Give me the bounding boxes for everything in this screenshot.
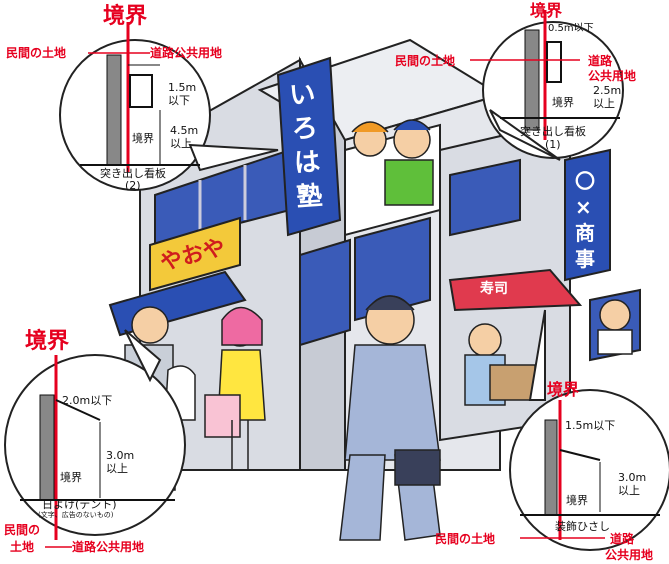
bottom-right-public-road-1: 道路	[610, 532, 635, 546]
marubatsu-sign	[564, 148, 611, 282]
top-right-min-height-cond: 以上	[593, 97, 615, 110]
bottom-right-public-road-2: 公共用地	[605, 548, 654, 562]
top-left-public-road: 道路公共用地	[150, 46, 223, 60]
top-left-min-height: 4.5m	[170, 124, 199, 137]
top-right-max-depth: 0.5m以下	[548, 23, 594, 34]
top-left-caption-num: (2)	[125, 179, 141, 192]
bottom-right-private-land: 民間の土地	[435, 532, 496, 546]
right-awning	[448, 268, 583, 312]
top-right-boundary-title: 境界	[530, 1, 563, 20]
bottom-right-ground-label: 境界	[566, 494, 588, 507]
bottom-left-private-land-2: 土地	[10, 540, 35, 554]
callout-bottom-left-drawing	[20, 355, 175, 540]
bottom-left-caption: 日よけ(テント)	[42, 498, 117, 511]
bottom-right-min-height-cond: 以上	[618, 484, 640, 497]
callout-top-left-drawing	[80, 22, 200, 172]
callout-bottom-right-drawing	[520, 400, 660, 540]
top-right-private-land: 民間の土地	[395, 54, 456, 68]
top-right-ground-label: 境界	[552, 96, 574, 109]
boundary-arrows	[45, 52, 605, 548]
top-left-boundary-title: 境界	[103, 4, 148, 29]
top-left-max-depth-cond: 以下	[168, 94, 190, 107]
bottom-right-caption: 装飾ひさし	[555, 520, 610, 533]
top-right-min-height: 2.5m	[593, 84, 622, 97]
bottom-left-min-height-cond: 以上	[106, 462, 128, 475]
top-left-caption: 突き出し看板	[100, 167, 166, 180]
top-left-private-land: 民間の土地	[6, 46, 67, 60]
bottom-right-max-depth: 1.5m以下	[565, 419, 616, 432]
bottom-left-caption-note: (文字、広告のないもの)	[38, 511, 114, 519]
shop-awning-text: 寿司	[480, 281, 508, 297]
yaoya-sign	[149, 216, 241, 292]
bottom-left-boundary-title: 境界	[25, 329, 70, 354]
top-left-min-height-cond: 以上	[170, 137, 192, 150]
top-right-public-road-2: 公共用地	[588, 69, 637, 83]
bottom-right-boundary-title: 境界	[547, 380, 580, 399]
iroha-juku-sign	[276, 56, 342, 237]
callout-top-right-drawing	[500, 10, 620, 140]
bottom-left-public-road: 道路公共用地	[72, 540, 145, 554]
bottom-left-max-depth: 2.0m以下	[62, 394, 113, 407]
bottom-right-min-height: 3.0m	[618, 471, 647, 484]
bottom-left-min-height: 3.0m	[106, 449, 135, 462]
top-right-caption-num: (1)	[545, 138, 561, 151]
top-left-ground-label: 境界	[132, 132, 154, 145]
top-right-caption: 突き出し看板	[520, 125, 586, 138]
bottom-left-private-land-1: 民間の	[4, 523, 41, 537]
marubatsu-sign-text: 〇×商事	[575, 169, 595, 271]
people	[124, 119, 633, 541]
bottom-left-ground-label: 境界	[60, 471, 82, 484]
top-left-max-depth: 1.5m	[168, 81, 197, 94]
top-right-public-road-1: 道路	[588, 54, 613, 68]
callout-pointers	[124, 109, 561, 401]
